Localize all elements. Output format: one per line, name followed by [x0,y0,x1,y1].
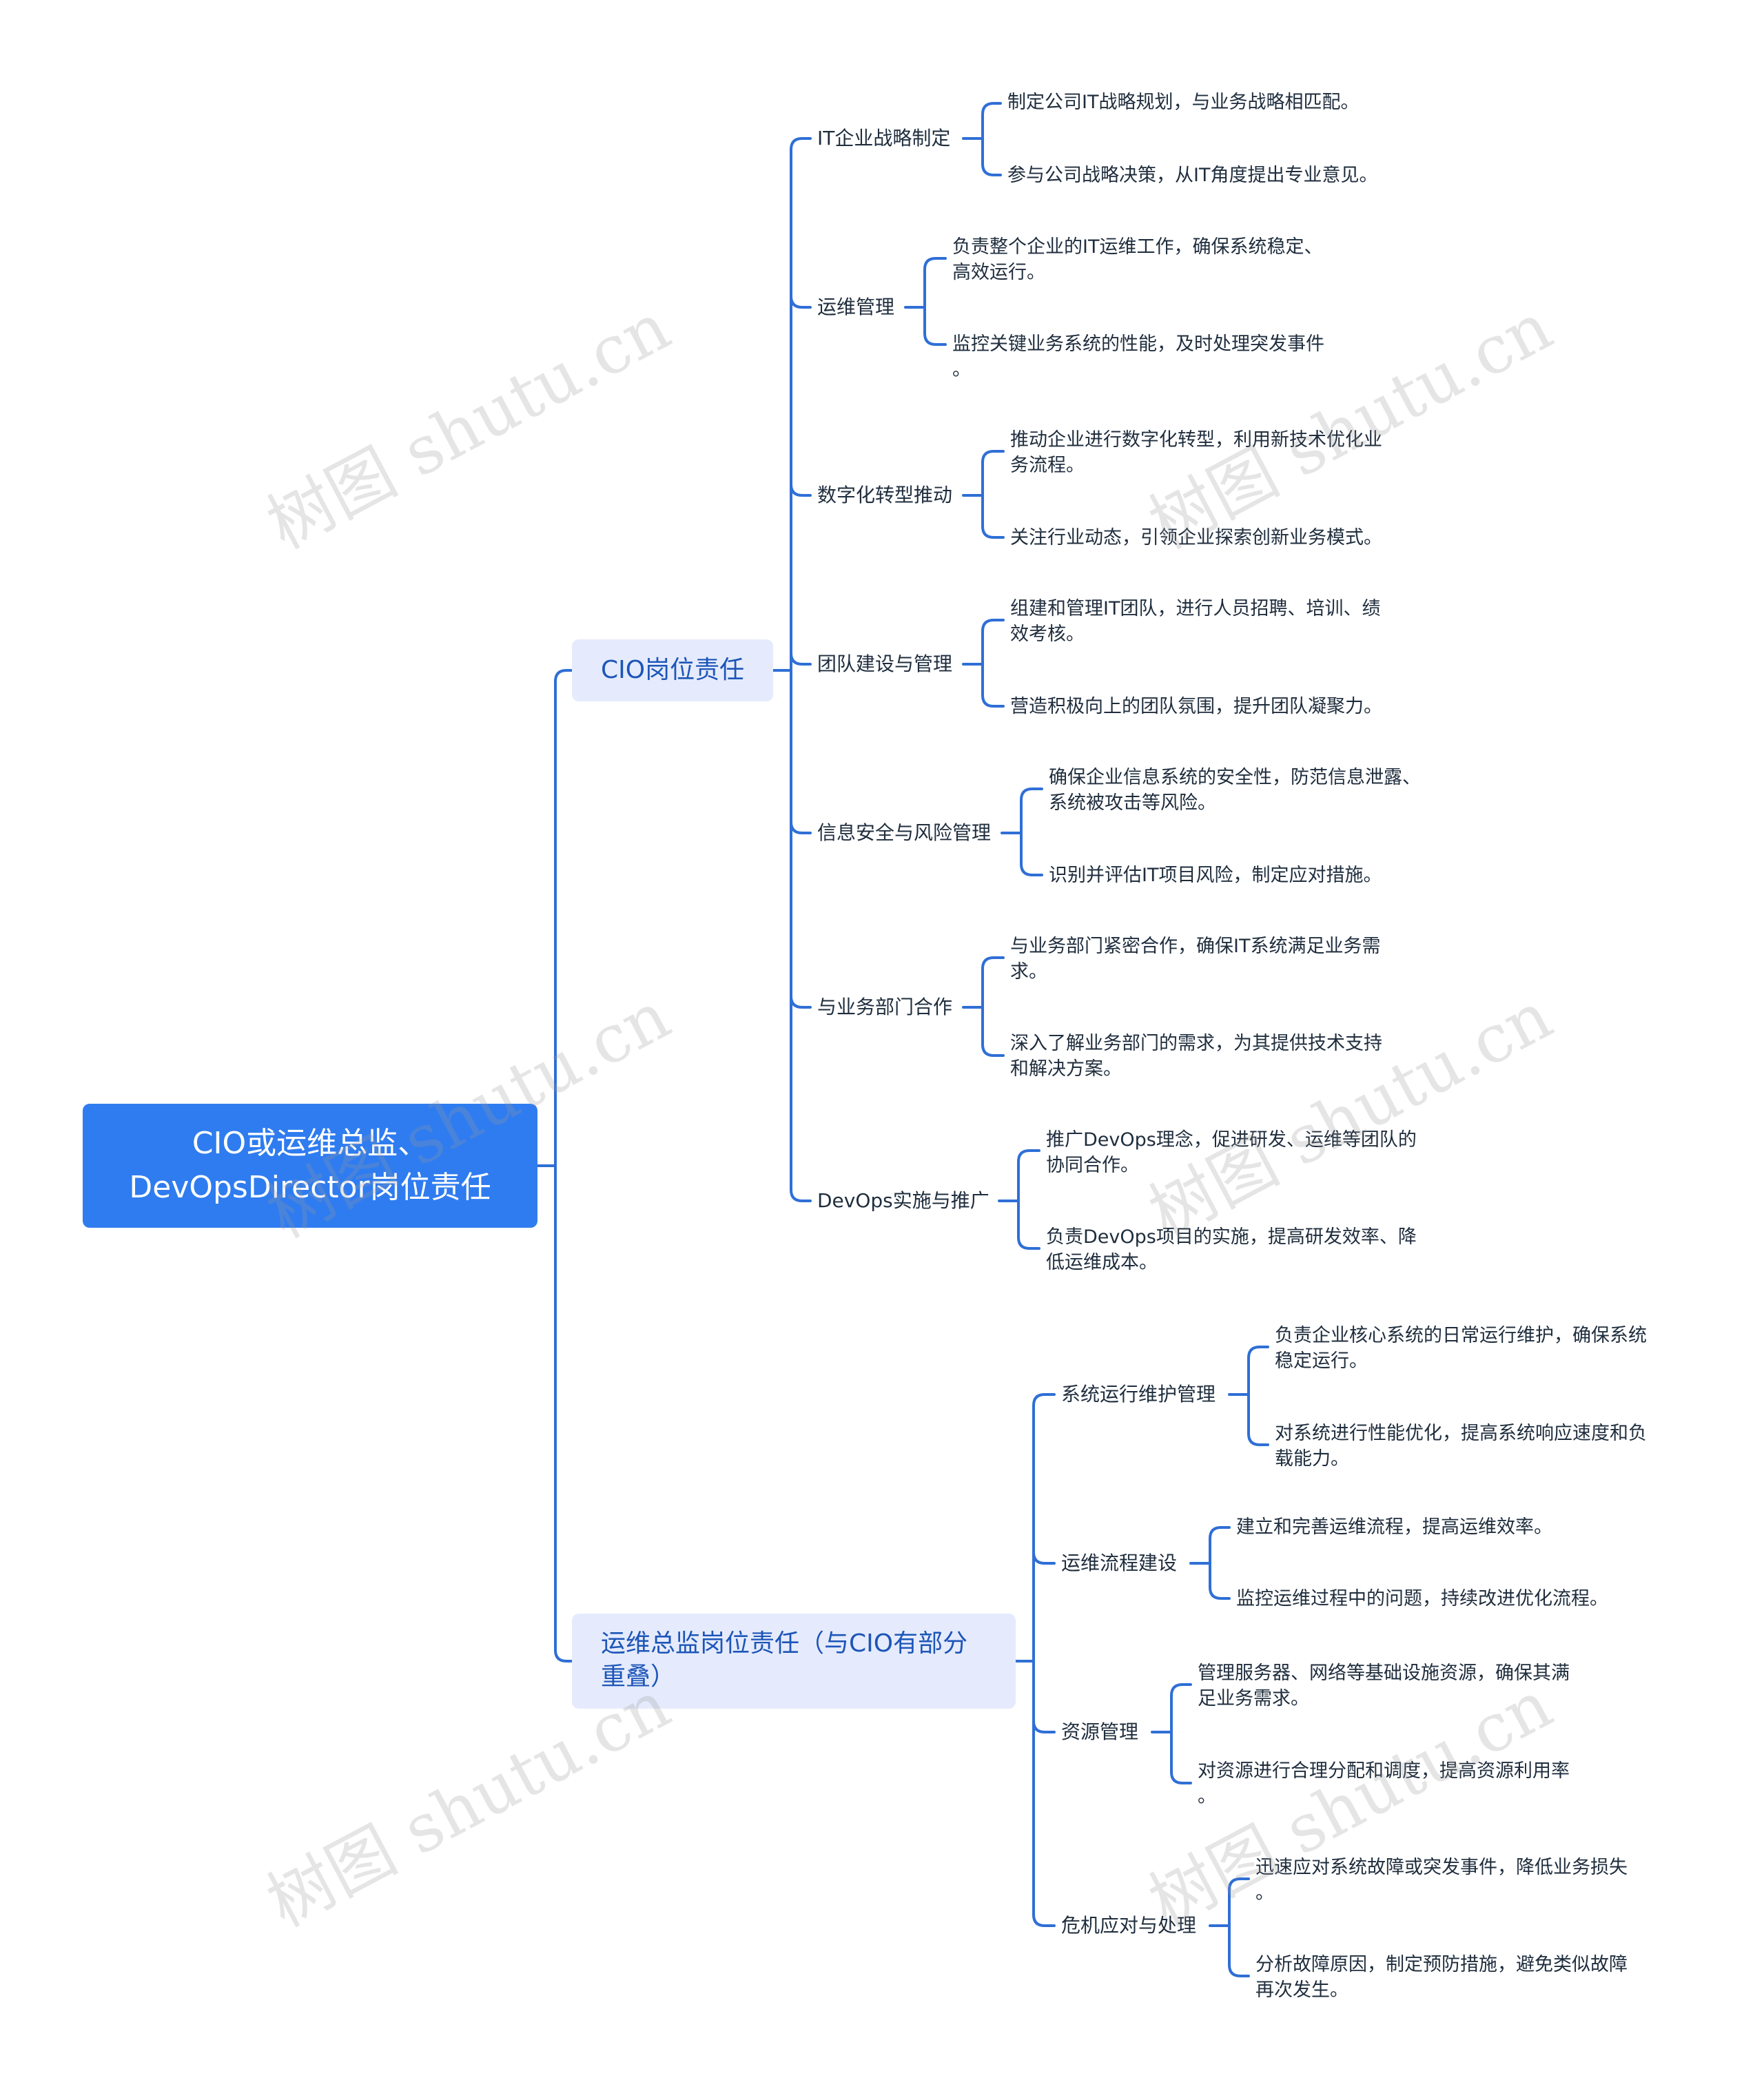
detail-connector-1-branch [923,257,947,271]
detail-item[interactable]: 推动企业进行数字化转型，利用新技术优化业务流程。 [1010,429,1382,476]
detail-item[interactable]: 负责DevOps项目的实施，提高研发效率、降低运维成本。 [1046,1226,1417,1273]
topic-security-risk[interactable]: 信息安全与风险管理 [817,821,992,844]
root-node[interactable]: CIO或运维总监、 DevOpsDirector岗位责任 [83,1104,537,1228]
detail-connector-1-branch [923,332,947,346]
detail-item[interactable]: 负责整个企业的IT运维工作，确保系统稳定、高效运行。 [952,236,1323,283]
ops-connector-branch [1032,1720,1056,1733]
detail-item[interactable]: 监控运维过程中的问题，持续改进优化流程。 [1236,1588,1608,1609]
detail-connector-8-branch [1209,1526,1231,1540]
detail-item[interactable]: 监控关键业务系统的性能，及时处理突发事件。 [952,333,1324,380]
detail-connector-2-branch [981,450,1005,464]
branch-cio-label: CIO岗位责任 [601,656,745,684]
topic-ops-process[interactable]: 运维流程建设 [1061,1552,1178,1574]
cio-connector-branch [790,295,812,309]
topic-it-strategy[interactable]: IT企业战略制定 [817,127,951,150]
detail-connector-7-branch [1247,1432,1269,1446]
cio-connector-branch [790,483,812,497]
detail-connector-6-branch [1017,1236,1040,1250]
detail-item[interactable]: 与业务部门紧密合作，确保IT系统满足业务需求。 [1010,936,1381,982]
topic-digital-transformation[interactable]: 数字化转型推动 [817,484,953,506]
root-title-line1: CIO或运维总监、 [192,1126,429,1161]
cio-connector-branch [790,995,812,1009]
detail-connector-0-branch [981,102,1002,116]
detail-connector-4-branch [1020,863,1043,876]
detail-item[interactable]: 管理服务器、网络等基础设施资源，确保其满足业务需求。 [1198,1662,1570,1709]
cio-connector-branch [790,1188,812,1202]
detail-connector-9-branch [1170,1683,1192,1697]
detail-item[interactable]: 分析故障原因，制定预防措施，避免类似故障再次发生。 [1255,1954,1628,2001]
detail-connector-3-branch [981,694,1005,708]
topic-system-maintenance[interactable]: 系统运行维护管理 [1061,1383,1216,1406]
topic-devops[interactable]: DevOps实施与推广 [817,1189,989,1212]
detail-connector-9-branch [1170,1771,1192,1784]
topic-crisis-response[interactable]: 危机应对与处理 [1061,1914,1197,1937]
detail-item[interactable]: 深入了解业务部门的需求，为其提供技术支持和解决方案。 [1010,1033,1382,1080]
ops-connector-branch [1032,1913,1056,1927]
cio-connector-branch [790,652,812,666]
detail-connector-10-branch [1228,1964,1250,1977]
detail-item[interactable]: 推广DevOps理念，促进研发、运维等团队的协同合作。 [1046,1129,1417,1176]
detail-item[interactable]: 营造积极向上的团队氛围，提升团队凝聚力。 [1010,696,1382,717]
detail-connector-7-branch [1247,1346,1269,1359]
topic-business-cooperation[interactable]: 与业务部门合作 [817,996,953,1018]
detail-connector-6-branch [1017,1149,1040,1163]
root-connector-branch [554,1649,573,1662]
branch-ops-director[interactable]: 运维总监岗位责任（与CIO有部分 重叠） [572,1614,1016,1709]
topic-team-building[interactable]: 团队建设与管理 [817,652,953,675]
detail-connector-2-branch [981,525,1005,539]
detail-item[interactable]: 制定公司IT战略规划，与业务战略相匹配。 [1007,92,1360,113]
detail-connector-3-branch [981,619,1005,632]
branch-ops-label-line2: 重叠） [601,1662,676,1691]
detail-connector-0-branch [981,163,1002,176]
ops-connector-branch [1032,1393,1056,1407]
detail-item[interactable]: 迅速应对系统故障或突发事件，降低业务损失。 [1255,1857,1628,1904]
detail-item[interactable]: 建立和完善运维流程，提高运维效率。 [1236,1516,1552,1538]
root-title-line2: DevOpsDirector岗位责任 [129,1170,491,1205]
detail-connector-5-branch [981,956,1005,970]
topic-resource-management[interactable]: 资源管理 [1061,1720,1139,1743]
detail-item[interactable]: 关注行业动态，引领企业探索创新业务模式。 [1010,527,1382,548]
detail-item[interactable]: 对系统进行性能优化，提高系统响应速度和负载能力。 [1275,1423,1647,1470]
cio-connector-branch [790,821,812,834]
detail-item[interactable]: 参与公司战略决策，从IT角度提出专业意见。 [1007,165,1378,186]
detail-item[interactable]: 组建和管理IT团队，进行人员招聘、培训、绩效考核。 [1010,598,1381,645]
detail-connector-5-branch [981,1043,1005,1057]
detail-connector-10-branch [1228,1877,1250,1891]
detail-item[interactable]: 确保企业信息系统的安全性，防范信息泄露、系统被攻击等风险。 [1049,767,1421,814]
branch-cio[interactable]: CIO岗位责任 [572,639,773,701]
root-connector-branch [554,669,573,683]
detail-item[interactable]: 对资源进行合理分配和调度，提高资源利用率。 [1198,1760,1570,1807]
ops-connector-branch [1032,1551,1056,1565]
detail-item[interactable]: 识别并评估IT项目风险，制定应对措施。 [1049,865,1382,886]
detail-item[interactable]: 负责企业核心系统的日常运行维护，确保系统稳定运行。 [1275,1325,1647,1372]
cio-connector-branch [790,137,812,151]
detail-connector-8-branch [1209,1586,1231,1600]
detail-connector-4-branch [1020,788,1043,801]
topic-ops-management[interactable]: 运维管理 [817,296,895,318]
branch-ops-label-line1: 运维总监岗位责任（与CIO有部分 [601,1629,968,1658]
